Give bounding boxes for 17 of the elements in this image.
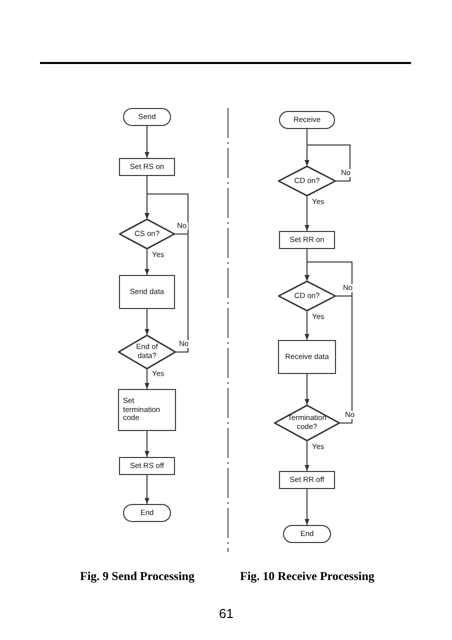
figure-caption: Fig. 10 Receive Processing: [240, 569, 374, 584]
arrow: [144, 308, 150, 336]
arrow: [144, 248, 150, 276]
arrow: [304, 440, 310, 472]
arrow: [144, 126, 150, 158]
figure-caption: Fig. 9 Send Processing: [80, 569, 194, 584]
arrow: [304, 310, 310, 340]
arrow: [304, 374, 310, 406]
arrow: [144, 194, 188, 352]
arrow: [144, 368, 150, 390]
page-number: 61: [219, 606, 234, 621]
arrow: [304, 144, 350, 182]
arrow: [144, 474, 150, 504]
arrow: [304, 196, 310, 232]
arrow: [144, 430, 150, 458]
arrow: [304, 488, 310, 526]
arrow: [304, 262, 352, 424]
